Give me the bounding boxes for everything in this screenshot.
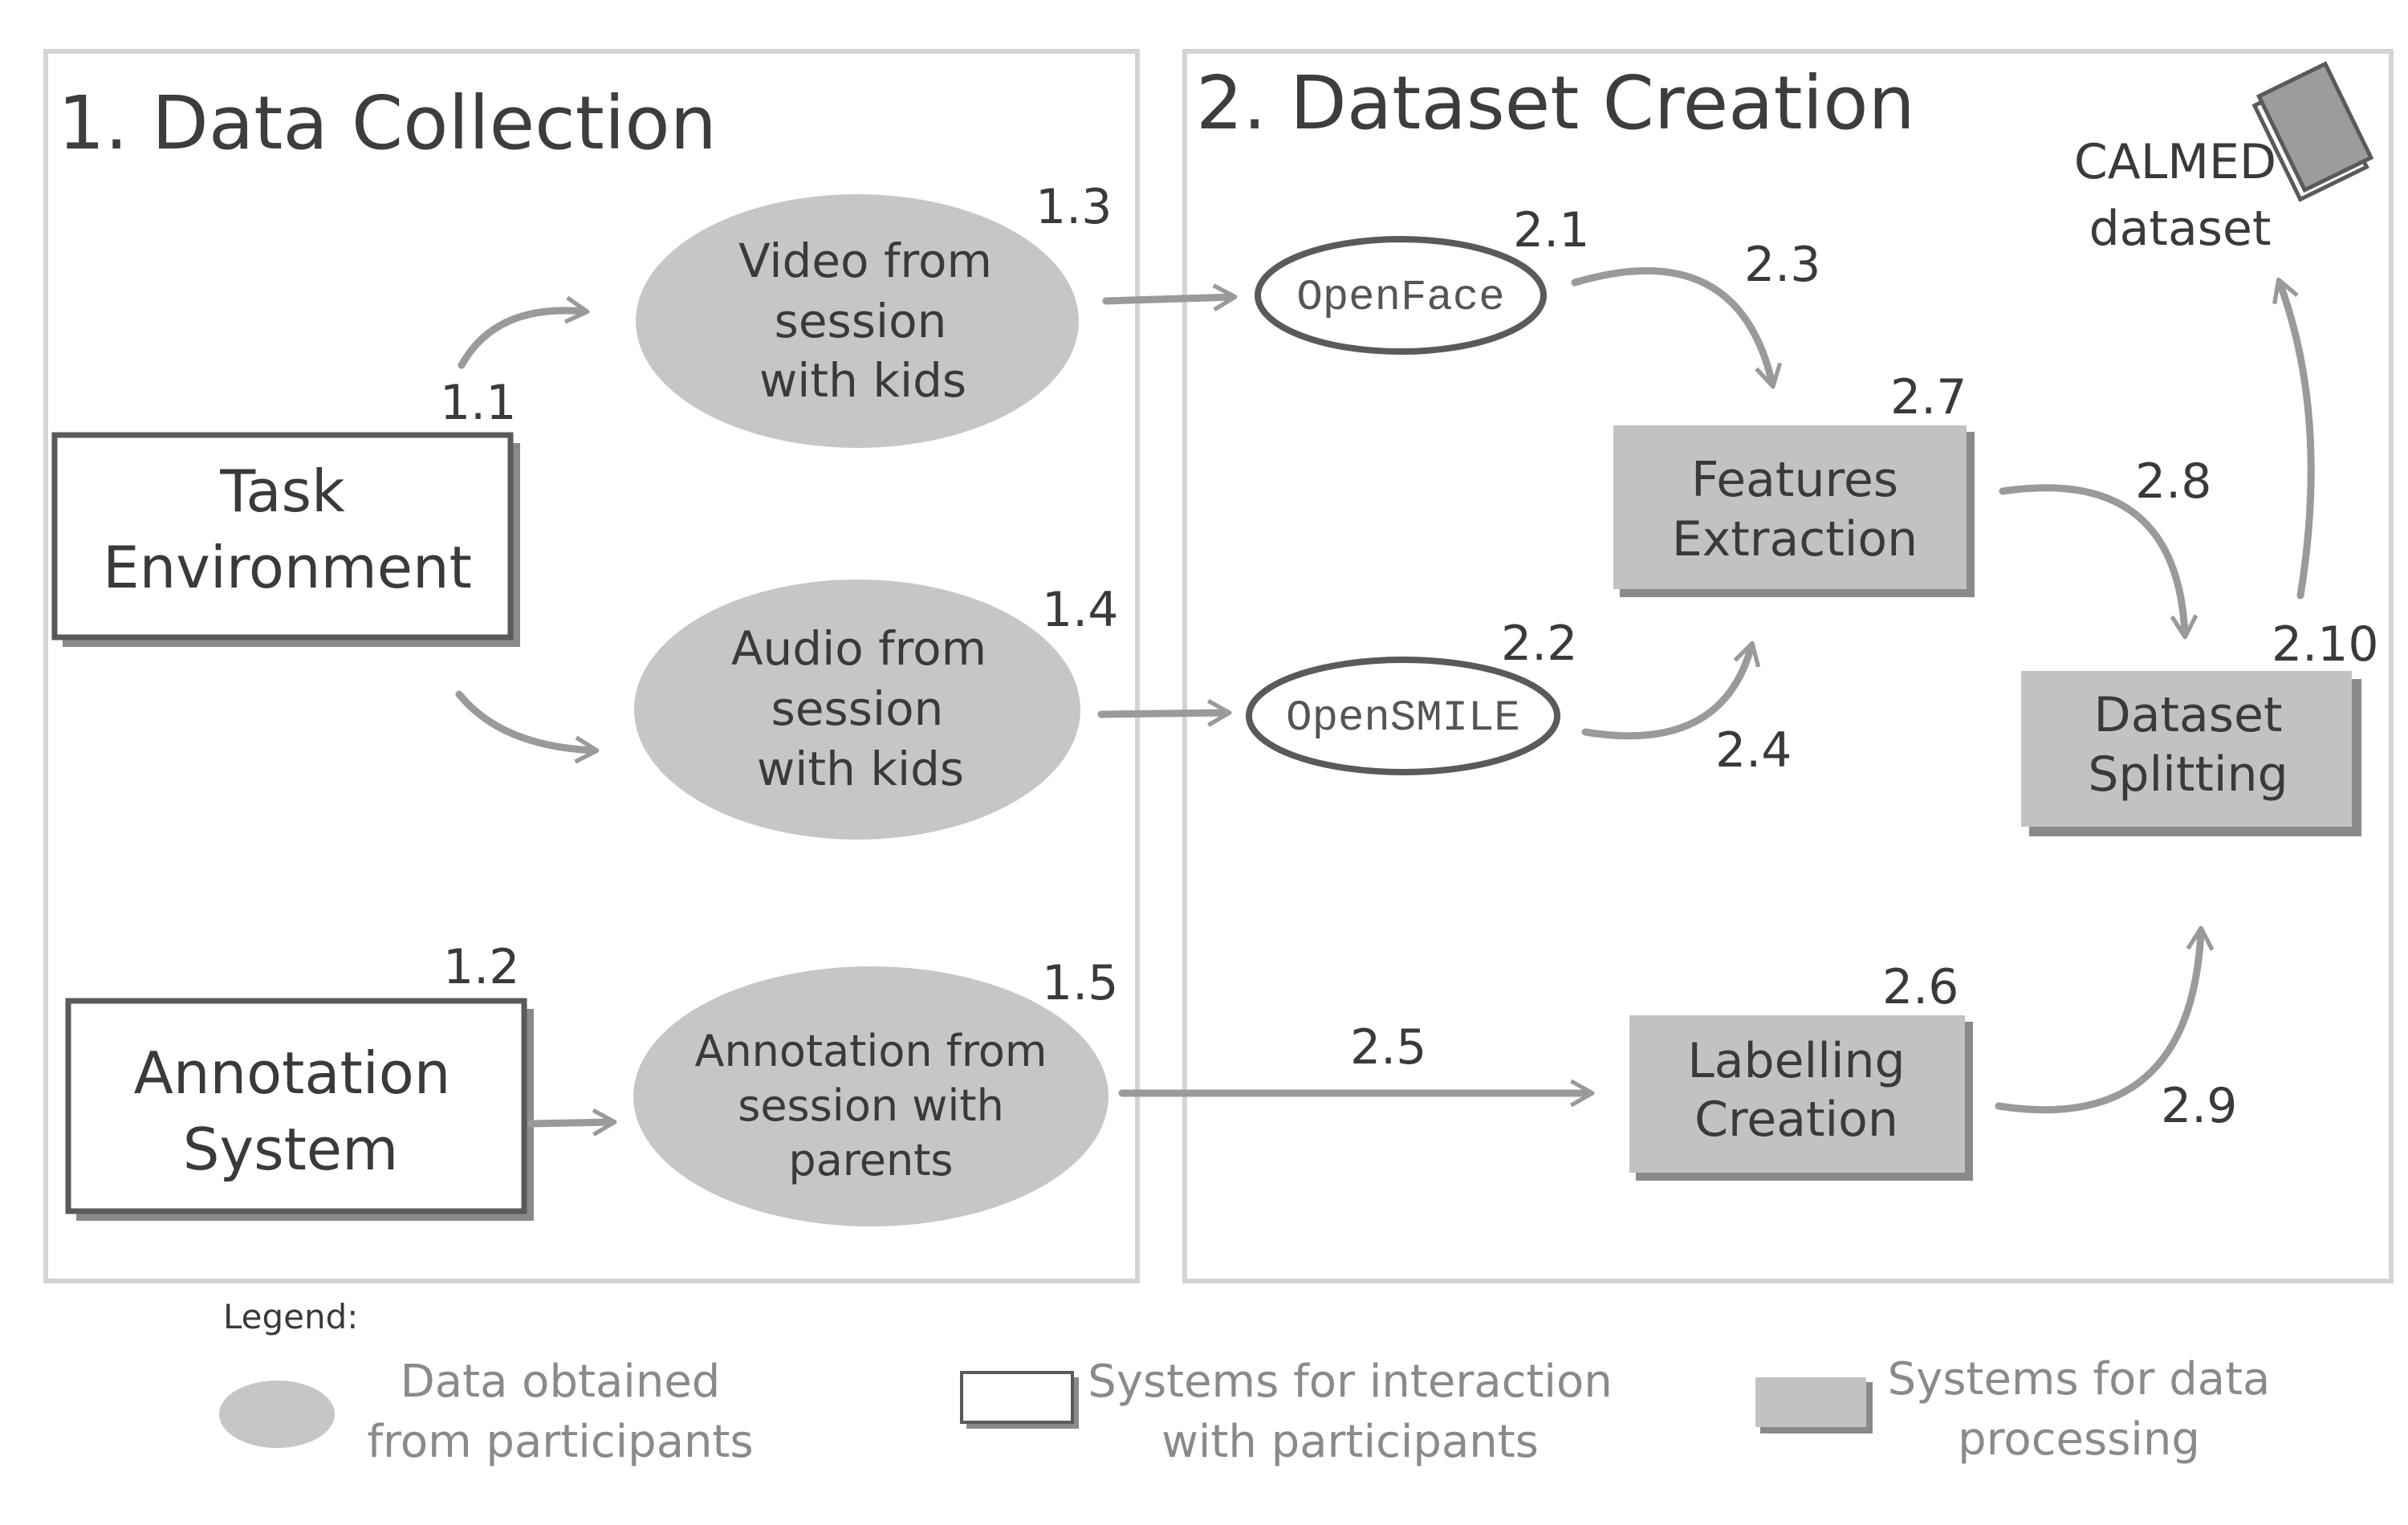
annotation-system-line2: System [183,1116,399,1183]
step-1-1: 1.1 [440,375,516,431]
audio-ellipse: Audio from session with kids [634,580,1080,840]
step-1-2: 1.2 [443,939,519,995]
audio-line1: Audio from [731,621,986,676]
openface-label: OpenFace [1296,274,1504,323]
arrow-2-9 [1995,925,2215,1114]
labelling-line1: Labelling [1687,1033,1905,1089]
video-line1: Video from [738,234,992,288]
arrow-2-8 [1999,484,2199,640]
step-2-7: 2.7 [1890,369,1967,425]
annotation-parents-line3: parents [788,1135,953,1185]
panel-data-collection [43,49,1140,1283]
step-2-5: 2.5 [1350,1019,1426,1076]
legend: Legend: Data obtained from participants … [219,1297,2270,1468]
step-1-4: 1.4 [1042,582,1118,638]
audio-line2: session [771,681,944,736]
step-1-3: 1.3 [1035,179,1112,235]
annotation-parents-line2: session with [738,1080,1004,1131]
arrow-2-10 [2272,277,2315,600]
calmed-line1: CALMED [2074,134,2276,190]
splitting-line2: Splitting [2088,746,2288,803]
arrow-2-3 [1571,266,1783,389]
opensmile-label: OpenSMILE [1286,694,1520,743]
annotation-parents-line1: Annotation from [695,1026,1047,1076]
task-environment-line2: Environment [103,534,472,601]
step-2-1: 2.1 [1513,202,1589,258]
openface-tool: OpenFace [1255,236,1547,355]
step-2-4: 2.4 [1715,722,1792,779]
annotation-system-box: Annotation System [65,998,534,1221]
legend-ellipse-swatch [219,1381,335,1448]
step-2-8: 2.8 [2135,453,2211,510]
arrow-1-3 [1102,283,1238,312]
arrow-1-4 [1097,698,1232,727]
legend-white-box-swatch [960,1371,1079,1429]
step-2-9: 2.9 [2161,1078,2237,1134]
task-environment-box: Task Environment [51,432,520,647]
features-extraction-box: Features Extraction [1613,425,1975,597]
splitting-line1: Dataset [2094,687,2283,743]
arrow-task-to-audio [455,690,600,764]
step-2-10: 2.10 [2272,616,2379,673]
step-2-3: 2.3 [1744,237,1820,293]
panel-title-dataset-creation: 2. Dataset Creation [1196,60,1915,146]
legend-processing-line2: processing [1958,1413,2200,1466]
labelling-creation-box: Labelling Creation [1629,1015,1973,1181]
arrow-2-4 [1581,640,1761,740]
legend-data-line1: Data obtained [401,1356,721,1408]
panel-dataset-creation [1182,49,2394,1283]
features-line2: Extraction [1672,511,1918,567]
book-icon [2251,61,2374,202]
legend-interaction-line1: Systems for interaction [1088,1356,1612,1408]
legend-processing-line1: Systems for data [1888,1353,2271,1405]
legend-title: Legend: [223,1297,358,1336]
step-2-2: 2.2 [1501,616,1577,672]
dataset-splitting-box: Dataset Splitting [2021,671,2361,836]
legend-data-line2: from participants [367,1416,753,1468]
opensmile-tool: OpenSMILE [1246,657,1560,775]
video-line3: with kids [759,353,966,408]
step-2-6: 2.6 [1882,959,1959,1015]
video-line2: session [775,294,947,348]
step-1-5: 1.5 [1042,955,1118,1011]
task-environment-line1: Task [219,458,345,525]
calmed-line2: dataset [2089,201,2272,257]
arrow-annotation-system [527,1108,617,1137]
arrow-1-1 [458,295,590,369]
features-line1: Features [1691,452,1898,508]
annotation-parents-ellipse: Annotation from session with parents [633,966,1108,1226]
legend-grey-box-swatch [1755,1377,1873,1434]
calmed-dataset: CALMED dataset [2074,61,2374,257]
audio-line3: with kids [757,742,964,796]
legend-interaction-line2: with participants [1161,1416,1539,1468]
video-ellipse: Video from session with kids [636,194,1079,448]
annotation-system-line1: Annotation [134,1039,451,1107]
panel-title-data-collection: 1. Data Collection [58,80,717,166]
labelling-line2: Creation [1694,1092,1898,1148]
